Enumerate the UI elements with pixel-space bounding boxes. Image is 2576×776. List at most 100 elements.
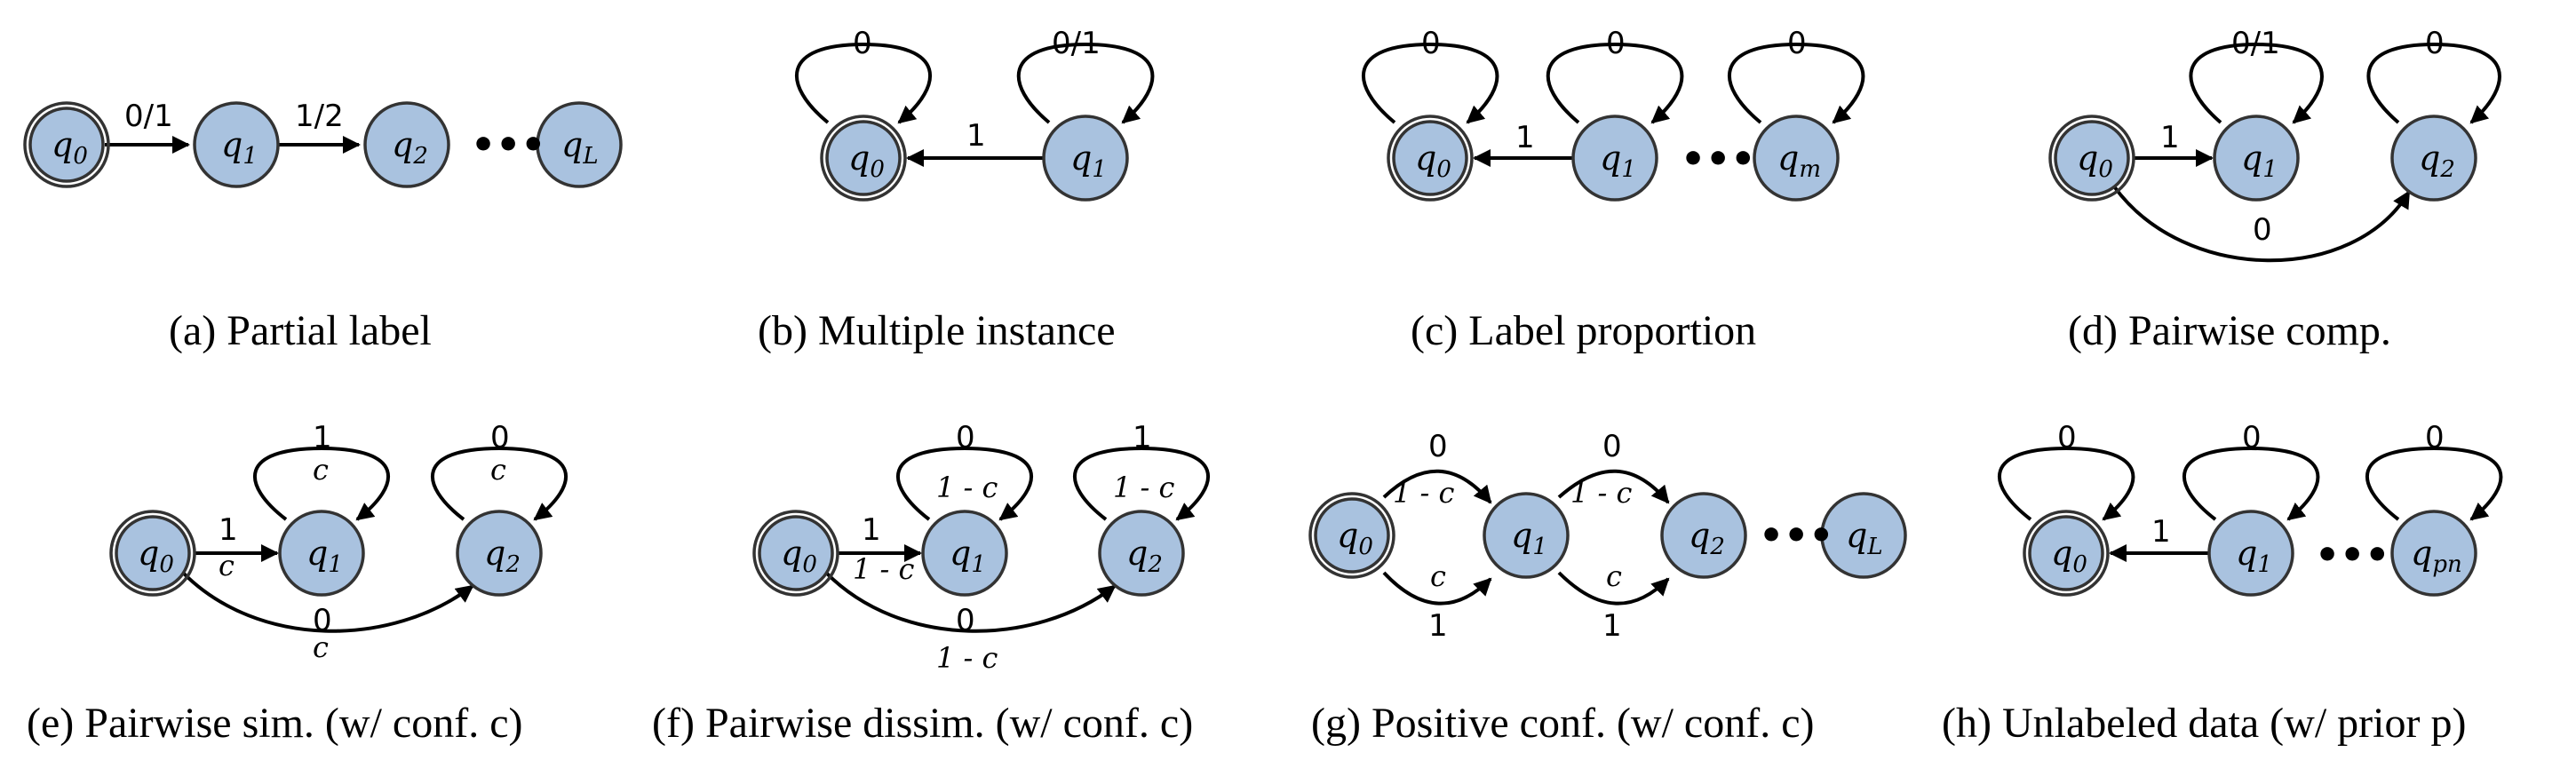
panel-b: q0 q1 0 1 0/1 (b) Multiple instance: [758, 26, 1155, 354]
edge-label: 0: [853, 26, 872, 61]
state-qpn: qpn: [2390, 510, 2477, 597]
state-q2: q2: [363, 101, 450, 188]
edge-label: 0: [1428, 429, 1448, 464]
edge-q0-q1-upper: [1382, 469, 1492, 504]
state-q0: q0: [820, 115, 907, 202]
state-q0: q0: [1308, 492, 1395, 579]
edge-label: 0: [2242, 420, 2262, 455]
state-q2: q2: [1098, 510, 1185, 597]
state-q0: q0: [752, 510, 839, 597]
self-loop-q2: [1073, 446, 1210, 521]
self-loop-q2: [431, 446, 568, 521]
ellipsis: •••: [1759, 513, 1833, 558]
state-q2: q2: [1660, 492, 1747, 579]
caption-g: (g) Positive conf. (w/ conf. c): [1311, 700, 1815, 747]
self-loop-q0: [1362, 42, 1499, 124]
edge-label: 0/1: [1052, 26, 1101, 61]
edge-label: 1: [1428, 608, 1448, 644]
edge-q1-q2-upper: [1557, 469, 1670, 504]
caption-c: (c) Label proportion: [1411, 307, 1756, 354]
edge-label: 0: [1606, 26, 1626, 61]
edge-q1-q2-lower: [1557, 571, 1670, 606]
panel-d: q0 q1 q2 1 0/1 0 0 (d) Pairwise comp.: [2048, 26, 2501, 354]
svg-text:q0: q0: [2077, 139, 2113, 183]
self-loop-qm: [1728, 42, 1865, 124]
caption-e: (e) Pairwise sim. (w/ conf. c): [27, 700, 523, 747]
self-loop-q1: [1546, 42, 1684, 124]
edge-weight: c: [1606, 559, 1622, 593]
state-q0: q0: [2023, 510, 2110, 597]
edge-label: 0: [2425, 420, 2445, 455]
edge-weight: 1 - c: [1393, 476, 1455, 510]
edge-q0-q2: [824, 571, 1117, 633]
edge-weight: 1 - c: [853, 552, 915, 586]
edge-label: 1: [1602, 608, 1622, 644]
self-loop-q0: [795, 42, 932, 124]
edge-weight: 1 - c: [936, 471, 998, 504]
state-qm: qm: [1753, 115, 1840, 202]
caption-b: (b) Multiple instance: [758, 307, 1116, 354]
edge-label: 1/2: [295, 99, 344, 134]
ellipsis: •••: [471, 123, 545, 168]
self-loop-q1: [253, 446, 390, 521]
edge-label: 0: [313, 603, 332, 638]
edge-weight: c: [219, 549, 235, 582]
edge-label: 0: [956, 420, 975, 455]
edge-q0-q2: [2112, 185, 2411, 263]
state-q1: q1: [2207, 510, 2294, 597]
state-qL: qL: [1820, 492, 1907, 579]
ellipsis: •••: [1681, 137, 1755, 182]
edge-label: 1: [1515, 120, 1535, 155]
edge-label: 0: [2425, 26, 2445, 61]
self-loop-q1: [896, 446, 1033, 521]
panel-h: q0 q1 qpn 0 1 0 0 ••• (h) Unlabeled data…: [1942, 420, 2503, 747]
state-q0: q0: [1387, 115, 1474, 202]
edge-label: 0/1: [124, 99, 173, 134]
self-loop-q1: [2182, 446, 2320, 521]
self-loop-q2: [2366, 42, 2501, 124]
edge-weight: c: [490, 453, 506, 487]
self-loop-q0: [1998, 446, 2135, 521]
panel-f: q0 q1 q2 1 1 - c 0 1 - c 1 1 - c 0 1 - c…: [652, 420, 1210, 747]
edge-label: 1: [1133, 420, 1152, 455]
edge-label: 0: [2057, 420, 2077, 455]
state-qL: qL: [536, 101, 623, 188]
edge-label: 1: [219, 512, 238, 548]
state-q1: q1: [1571, 115, 1658, 202]
caption-d: (d) Pairwise comp.: [2068, 307, 2391, 354]
edge-label: 0/1: [2231, 26, 2280, 61]
state-q0: q0: [109, 510, 196, 597]
panel-c: q0 q1 qm 0 1 0 0 ••• (c) Label proportio…: [1362, 26, 1865, 354]
ellipsis: •••: [2315, 533, 2389, 578]
edge-q0-q1-lower: [1382, 571, 1492, 606]
edge-weight: c: [313, 453, 329, 487]
state-q1: q1: [278, 510, 365, 597]
state-q1: q1: [193, 101, 280, 188]
svg-text:q1: q1: [2236, 534, 2272, 578]
state-q1: q1: [1483, 492, 1570, 579]
edge-weight: c: [1430, 559, 1446, 593]
edge-label: 0: [1421, 26, 1441, 61]
edge-q0-q2: [181, 571, 474, 633]
state-q2: q2: [2390, 115, 2477, 202]
state-q1: q1: [1042, 115, 1129, 202]
edge-weight: 1 - c: [1113, 471, 1175, 504]
edge-label: 0: [2253, 212, 2272, 248]
edge-label: 0: [1602, 429, 1622, 464]
edge-weight: 1 - c: [936, 641, 998, 675]
svg-text:q2: q2: [1126, 534, 1163, 578]
caption-f: (f) Pairwise dissim. (w/ conf. c): [652, 700, 1193, 747]
edge-label: 1: [966, 118, 986, 154]
edge-label: 0: [490, 420, 510, 455]
state-q2: q2: [456, 510, 543, 597]
edge-weight: c: [313, 630, 329, 664]
self-loop-q1: [2189, 42, 2324, 124]
state-q0: q0: [23, 101, 110, 188]
self-loop-qpn: [2365, 446, 2503, 521]
edge-label: 1: [313, 420, 332, 455]
caption-a: (a) Partial label: [169, 307, 432, 354]
edge-label: 1: [862, 512, 881, 548]
self-loop-q1: [1016, 42, 1155, 124]
edge-label: 1: [2160, 120, 2180, 155]
